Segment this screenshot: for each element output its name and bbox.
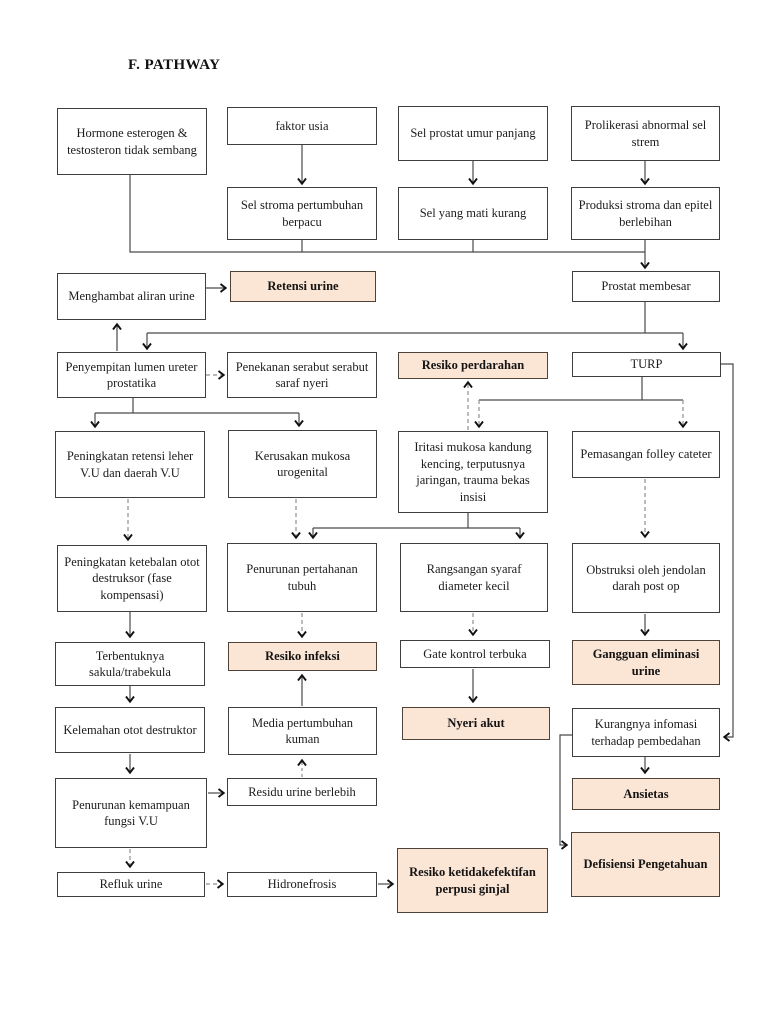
node-resiko-perdarahan: Resiko perdarahan — [398, 352, 548, 379]
node-defisiensi-pengetahuan: Defisiensi Pengetahuan — [571, 832, 720, 897]
node-menghambat: Menghambat aliran urine — [57, 273, 206, 320]
node-kerusakan-mukosa: Kerusakan mukosa urogenital — [228, 430, 377, 498]
node-turp: TURP — [572, 352, 721, 377]
node-hormone: Hormone esterogen & testosteron tidak se… — [57, 108, 207, 175]
node-gate-kontrol: Gate kontrol terbuka — [400, 640, 550, 668]
node-kurangnya-infomasi: Kurangnya infomasi terhadap pembedahan — [572, 708, 720, 757]
node-terbentuknya: Terbentuknya sakula/trabekula — [55, 642, 205, 686]
node-kelemahan: Kelemahan otot destruktor — [55, 707, 205, 753]
node-penurunan-kemampuan: Penurunan kemampuan fungsi V.U — [55, 778, 207, 848]
node-peningkatan-retensi: Peningkatan retensi leher V.U dan daerah… — [55, 431, 205, 498]
node-prolikerasi: Prolikerasi abnormal sel strem — [571, 106, 720, 161]
node-refluk-urine: Refluk urine — [57, 872, 205, 897]
node-ansietas: Ansietas — [572, 778, 720, 810]
node-penurunan-pertahanan: Penurunan pertahanan tubuh — [227, 543, 377, 612]
node-prostat-membesar: Prostat membesar — [572, 271, 720, 302]
node-nyeri-akut: Nyeri akut — [402, 707, 550, 740]
node-pemasangan-folley: Pemasangan folley cateter — [572, 431, 720, 478]
node-obstruksi: Obstruksi oleh jendolan darah post op — [572, 543, 720, 613]
node-retensi-urine: Retensi urine — [230, 271, 376, 302]
node-media-pertumbuhan: Media pertumbuhan kuman — [228, 707, 377, 755]
node-resiko-infeksi: Resiko infeksi — [228, 642, 377, 671]
node-peningkatan-ketebalan: Peningkatan ketebalan otot destruksor (f… — [57, 545, 207, 612]
node-sel-mati: Sel yang mati kurang — [398, 187, 548, 240]
node-sel-prostat: Sel prostat umur panjang — [398, 106, 548, 161]
node-penekanan: Penekanan serabut serabut saraf nyeri — [227, 352, 377, 398]
node-faktor-usia: faktor usia — [227, 107, 377, 145]
node-rangsangan-syaraf: Rangsangan syaraf diameter kecil — [400, 543, 548, 612]
node-residu-urine: Residu urine berlebih — [227, 778, 377, 806]
node-hidronefrosis: Hidronefrosis — [227, 872, 377, 897]
node-sel-stroma: Sel stroma pertumbuhan berpacu — [227, 187, 377, 240]
node-iritasi-mukosa: Iritasi mukosa kandung kencing, terputus… — [398, 431, 548, 513]
node-resiko-ketidakefektifan: Resiko ketidakefektifan perpusi ginjal — [397, 848, 548, 913]
node-produksi-stroma: Produksi stroma dan epitel berlebihan — [571, 187, 720, 240]
node-gangguan-eliminasi: Gangguan eliminasi urine — [572, 640, 720, 685]
node-penyempitan: Penyempitan lumen ureter prostatika — [57, 352, 206, 398]
page-title: F. PATHWAY — [128, 57, 221, 73]
